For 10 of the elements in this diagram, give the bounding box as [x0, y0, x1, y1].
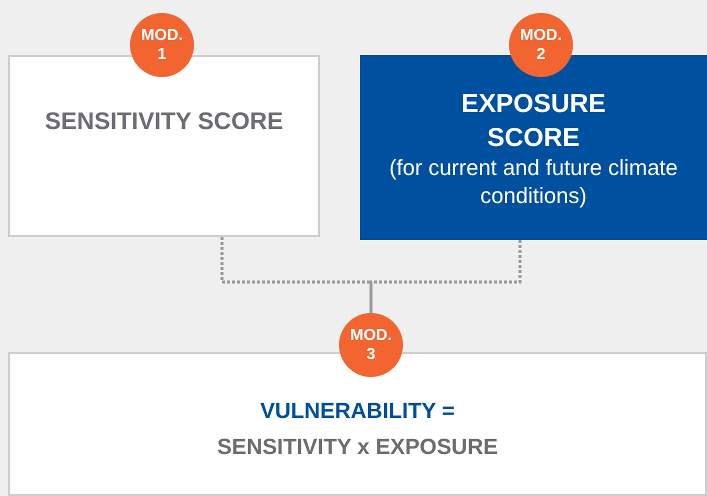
- heading: VULNERABILITY =: [260, 397, 455, 425]
- heading: SENSITIVITY SCORE: [44, 106, 284, 136]
- dotted-connector: [370, 240, 522, 313]
- module-label: MOD. 2: [519, 26, 563, 64]
- subheading: SENSITIVITY x EXPOSURE: [217, 433, 498, 461]
- heading: EXPOSURE SCORE: [460, 86, 607, 154]
- module-label: MOD. 3: [349, 326, 393, 364]
- dotted-connector: [220, 237, 372, 313]
- subheading: (for current and future climate conditions): [388, 154, 679, 210]
- module-label: MOD. 1: [140, 26, 184, 64]
